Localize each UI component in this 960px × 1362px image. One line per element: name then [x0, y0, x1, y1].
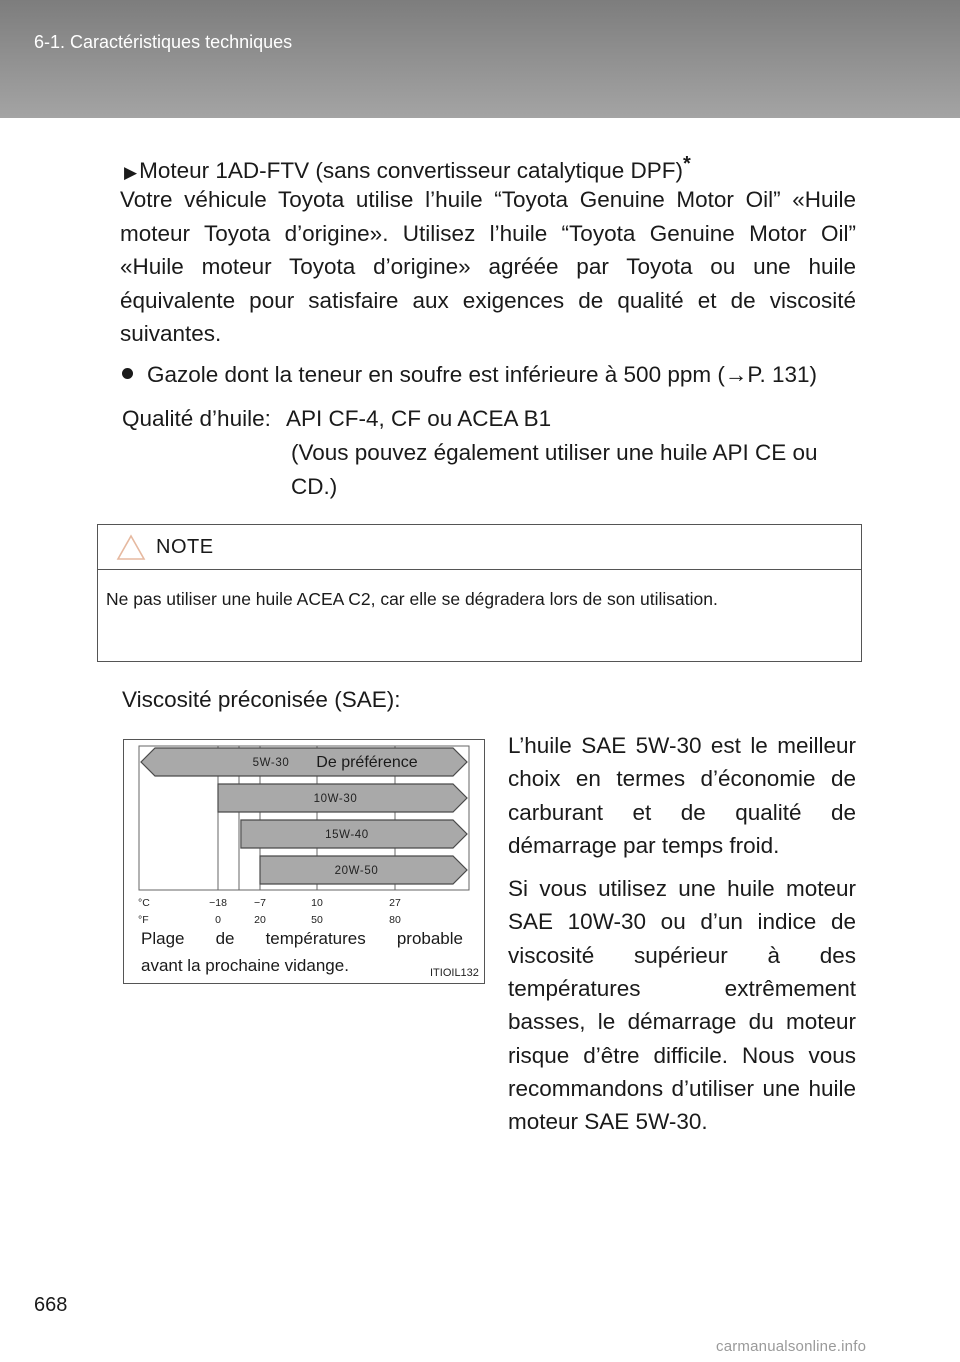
- tick-c-2: 10: [311, 897, 323, 909]
- viscosity-chart-frame: 5W-30 De préférence 10W-30 15W-40 20W-50 °C °F…: [123, 739, 485, 984]
- page-number: 668: [34, 1294, 68, 1316]
- triangle-bullet-icon: ▶: [124, 163, 138, 182]
- tick-c-1: −7: [254, 897, 266, 909]
- oil-paragraph: Votre véhicule Toyota utilise l’huile “T…: [120, 187, 856, 346]
- viscosity-paragraph-2: Si vous utilisez une huile moteur SAE 10…: [508, 876, 856, 1135]
- range-arrow-10w-30: [217, 783, 468, 813]
- viscosity-chart: 5W-30 De préférence 10W-30 15W-40 20W-50 °C °F…: [138, 745, 470, 926]
- axis-c-label: °C: [138, 897, 150, 909]
- note-title: NOTE: [156, 536, 214, 558]
- fuel-bullet-text: Gazole dont la teneur en soufre est infé…: [147, 362, 817, 387]
- chart-caption-line2: avant la prochaine vidange.: [141, 956, 349, 975]
- tick-f-1: 20: [254, 914, 266, 926]
- axis-f-label: °F: [138, 914, 149, 926]
- fuel-bullet: Gazole dont la teneur en soufre est infé…: [122, 359, 858, 391]
- tick-c-0: −18: [209, 897, 227, 909]
- footnote-mark: *: [683, 153, 691, 175]
- header-band: 6-1. Caractéristiques techniques: [0, 0, 960, 118]
- tick-c-3: 27: [389, 897, 401, 909]
- tick-f-0: 0: [215, 914, 221, 926]
- range-label-20w-50: 20W-50: [335, 865, 379, 877]
- note-header: NOTE: [98, 525, 861, 570]
- viscosity-paragraph-1: L’huile SAE 5W-30 est le meilleur choix …: [508, 733, 856, 858]
- note-box: NOTE Ne pas utiliser une huile ACEA C2, …: [97, 524, 862, 662]
- note-text: Ne pas utiliser une huile ACEA C2, car e…: [106, 589, 718, 609]
- range-arrow-5w-30: [140, 747, 468, 777]
- watermark: carmanualsonline.info: [716, 1338, 867, 1355]
- section-title: 6-1. Caractéristiques techniques: [34, 32, 293, 52]
- range-annotation-preferred: De préférence: [316, 754, 417, 771]
- oil-quality-label: Qualité d’huile:: [122, 406, 271, 431]
- oil-quality-note: (Vous pouvez également utiliser une huil…: [291, 440, 818, 499]
- viscosity-explanation: L’huile SAE 5W-30 est le meilleur choix …: [508, 729, 856, 1149]
- warning-triangle-icon: [116, 534, 146, 560]
- oil-quality-value: API CF-4, CF ou ACEA B1: [286, 406, 552, 431]
- tick-f-2: 50: [311, 914, 323, 926]
- range-label-15w-40: 15W-40: [325, 829, 369, 841]
- range-label-5w-30: 5W-30: [253, 757, 290, 769]
- tick-f-3: 80: [389, 914, 401, 926]
- bullet-dot-icon: [122, 368, 133, 379]
- subheading-text: Moteur 1AD-FTV (sans convertisseur catal…: [139, 158, 684, 183]
- subheading: ▶Moteur 1AD-FTV (sans convertisseur cata…: [124, 148, 691, 189]
- viscosity-title: Viscosité préconisée (SAE):: [122, 687, 401, 712]
- range-arrow-20w-50: [259, 855, 468, 885]
- range-arrow-15w-40: [240, 819, 468, 849]
- figure-code: ITIOIL132: [430, 967, 479, 979]
- chart-caption-line1: Plage de températures probable: [141, 929, 463, 948]
- chart-grid-box: [138, 745, 470, 891]
- range-label-10w-30: 10W-30: [314, 793, 358, 805]
